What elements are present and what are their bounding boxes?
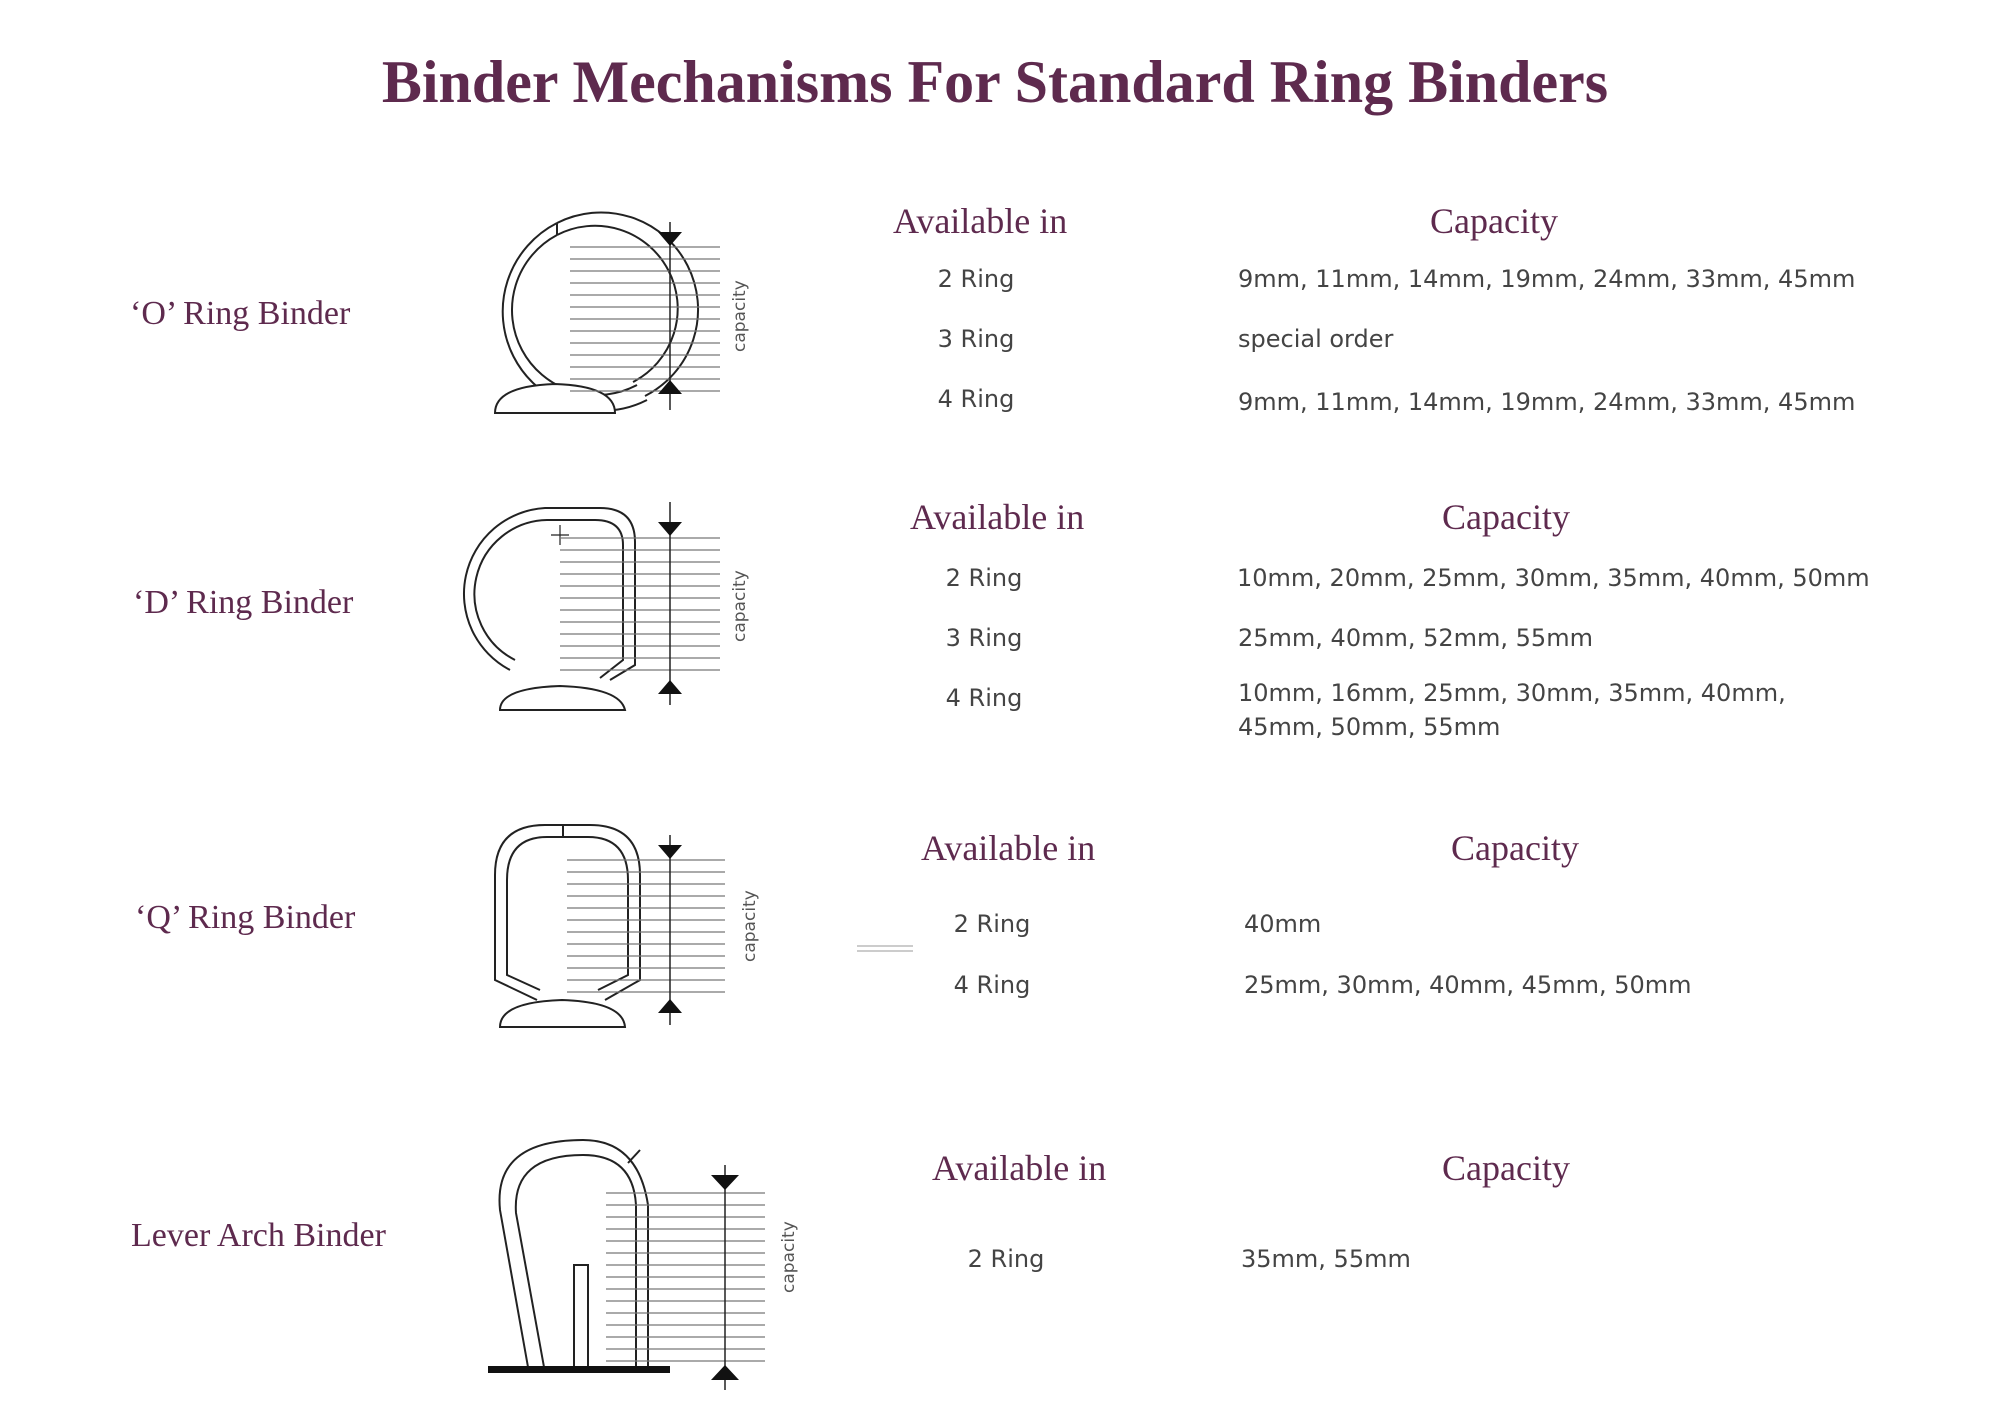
capacity-values: 9mm, 11mm, 14mm, 19mm, 24mm, 33mm, 45mm <box>1238 388 1856 416</box>
lever-arch-diagram-icon: capacity <box>488 1138 799 1390</box>
capacity-values: 9mm, 11mm, 14mm, 19mm, 24mm, 33mm, 45mm <box>1238 265 1856 293</box>
o-ring-diagram-icon: capacity <box>493 211 750 414</box>
capacity-heading: Capacity <box>1430 201 1558 241</box>
binder-name: Lever Arch Binder <box>131 1217 386 1254</box>
capacity-values: 25mm, 30mm, 40mm, 45mm, 50mm <box>1244 971 1692 999</box>
ring-count: 4 Ring <box>953 971 1031 999</box>
d-ring-diagram-icon: capacity <box>462 502 750 711</box>
svg-text:capacity: capacity <box>779 1221 799 1293</box>
q-ring-diagram-icon: capacity <box>494 824 760 1028</box>
ring-count: 3 Ring <box>937 325 1015 353</box>
capacity-values: 10mm, 20mm, 25mm, 30mm, 35mm, 40mm, 50mm <box>1237 564 1870 592</box>
capacity-values: special order <box>1238 325 1394 353</box>
capacity-values: 10mm, 16mm, 25mm, 30mm, 35mm, 40mm, 45mm… <box>1238 679 1786 741</box>
capacity-values: 40mm <box>1244 910 1322 938</box>
binder-name: ‘Q’ Ring Binder <box>135 899 356 936</box>
svg-text:capacity: capacity <box>730 280 750 352</box>
ring-count: 2 Ring <box>937 265 1015 293</box>
available-heading: Available in <box>932 1148 1107 1188</box>
capacity-heading: Capacity <box>1442 1148 1570 1188</box>
binder-name: ‘D’ Ring Binder <box>133 584 354 621</box>
available-heading: Available in <box>910 497 1085 537</box>
divider-mark <box>857 945 913 952</box>
ring-count: 2 Ring <box>967 1245 1045 1273</box>
capacity-heading: Capacity <box>1451 828 1579 868</box>
ring-count: 4 Ring <box>945 684 1023 712</box>
available-heading: Available in <box>893 201 1068 241</box>
capacity-values: 25mm, 40mm, 52mm, 55mm <box>1238 624 1593 652</box>
ring-count: 2 Ring <box>945 564 1023 592</box>
binder-name: ‘O’ Ring Binder <box>130 295 351 332</box>
svg-text:capacity: capacity <box>740 890 760 962</box>
available-heading: Available in <box>921 828 1096 868</box>
svg-text:capacity: capacity <box>730 570 750 642</box>
page-title: Binder Mechanisms For Standard Ring Bind… <box>381 49 1609 115</box>
capacity-heading: Capacity <box>1442 497 1570 537</box>
ring-count: 2 Ring <box>953 910 1031 938</box>
ring-count: 4 Ring <box>937 385 1015 413</box>
capacity-values: 35mm, 55mm <box>1241 1245 1411 1273</box>
ring-count: 3 Ring <box>945 624 1023 652</box>
